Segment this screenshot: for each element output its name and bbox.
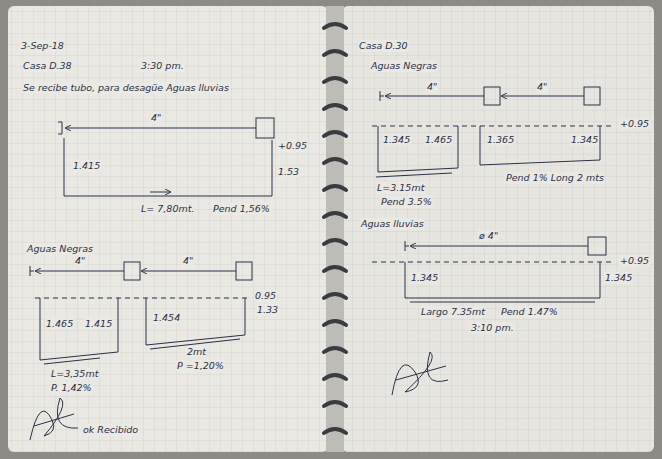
handwritten-note: 3-Sep-18 [20, 40, 65, 52]
handwritten-note: 0.95 [254, 290, 277, 302]
handwritten-note: 1.33 [256, 304, 279, 316]
handwritten-note: L=3,35mt [50, 368, 99, 380]
handwritten-note: Pend 3.5% [380, 196, 433, 208]
handwritten-note: L=3.15mt [376, 182, 425, 194]
handwritten-note: Largo 7.35mt [420, 306, 486, 318]
handwritten-note: Pend 1,56% [212, 203, 271, 215]
handwritten-note: Aguas lluvias [360, 218, 425, 230]
handwritten-note: Aguas Negras [370, 60, 438, 72]
handwritten-note: +0.95 [277, 140, 308, 152]
handwritten-note: 4" [536, 81, 548, 93]
handwritten-note: L= 7,80mt. [140, 203, 195, 215]
handwritten-note: ø 4" [478, 230, 499, 242]
handwritten-note: 4" [150, 112, 162, 124]
handwritten-note: 1.415 [72, 160, 101, 172]
handwritten-note: Pend 1% Long 2 mts [505, 172, 605, 184]
handwritten-note: 4" [426, 81, 438, 93]
handwritten-note: Aguas Negras [26, 243, 94, 255]
handwritten-note: 1.365 [486, 134, 515, 146]
handwritten-note: Pend 1.47% [500, 306, 559, 318]
handwritten-note: 1.465 [424, 134, 453, 146]
handwritten-note: ok Recibido [82, 424, 139, 436]
handwritten-note: P. 1,42% [50, 382, 93, 394]
handwritten-note: 3:10 pm. [470, 322, 515, 334]
handwritten-note: 4" [74, 255, 86, 267]
handwritten-note: 1.345 [382, 134, 411, 146]
handwritten-note: +0.95 [619, 118, 650, 130]
handwritten-note: 1.454 [152, 312, 181, 324]
handwritten-note: 4" [182, 255, 194, 267]
handwritten-note: Se recibe tubo, para desagüe Aguas lluvi… [22, 82, 230, 94]
handwritten-note: 1.345 [604, 272, 633, 284]
handwritten-note: 2mt [186, 346, 207, 358]
handwritten-note: Casa D.30 [358, 40, 409, 52]
handwritten-note: 1.415 [84, 318, 113, 330]
handwritten-note: +0.95 [619, 255, 650, 267]
handwritten-note: 3:30 pm. [140, 60, 185, 72]
handwritten-note: 1.53 [277, 166, 300, 178]
handwritten-note: Casa D.38 [22, 60, 73, 72]
handwritten-note: 1.345 [410, 272, 439, 284]
handwritten-note: 1.345 [570, 134, 599, 146]
handwritten-note: 1.465 [45, 318, 74, 330]
handwritten-note: P =1,20% [176, 360, 225, 372]
